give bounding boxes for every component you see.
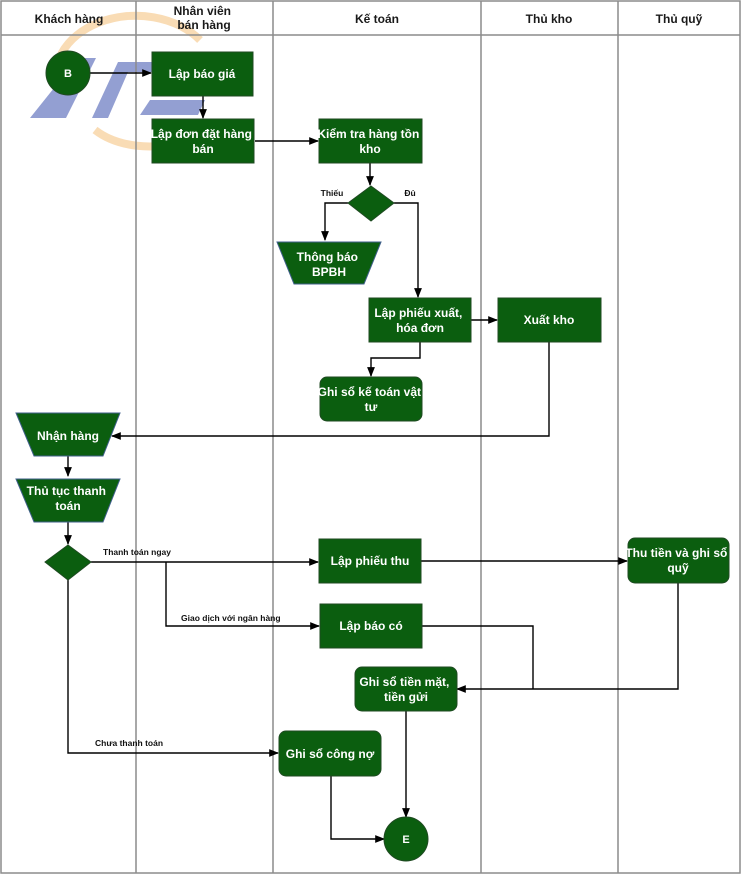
edge-decision-du [394, 202, 422, 298]
rounded-process-shape [278, 730, 382, 777]
node-thu-tuc-thanh-toan[interactable]: Thủ tục thanh toán [15, 478, 121, 523]
node-label: Lập phiếu xuất, hóa đơn [374, 306, 465, 335]
process-shape [368, 297, 472, 343]
lane-header-nhan-vien-ban-hang: Nhân viên bán hàng [174, 4, 235, 32]
manual-operation-shape [276, 241, 382, 285]
lane-header-ke-toan: Kế toán [355, 12, 399, 26]
edges [64, 69, 679, 843]
node-label: Thủ tục thanh toán [27, 484, 110, 513]
edge-lap-phieu-xuat-to-ghi-so-vat-tu [367, 342, 421, 377]
edge-xuat-kho-to-nhan-hang [111, 342, 550, 440]
node-label: Thu tiền và ghi sổ quỹ [625, 546, 730, 575]
node-label: Thông báo BPBH [297, 250, 362, 279]
node-decision-ton-kho[interactable] [347, 185, 395, 222]
node-ghi-so-cong-no[interactable]: Ghi sổ công nợ [278, 730, 382, 777]
node-thu-tien-ghi-so-quy[interactable]: Thu tiền và ghi sổ quỹ [625, 537, 730, 584]
node-lap-phieu-xuat[interactable]: Lập phiếu xuất, hóa đơn [368, 297, 472, 343]
process-shape [497, 297, 602, 343]
node-xuat-kho[interactable]: Xuất kho [497, 297, 602, 343]
process-shape [151, 118, 255, 164]
manual-operation-shape [15, 478, 121, 523]
process-shape [319, 603, 423, 649]
node-label: Xuất kho [524, 313, 575, 327]
edge-label-du: Đủ [404, 188, 415, 198]
node-nhan-hang[interactable]: Nhận hàng [15, 412, 121, 457]
node-lap-phieu-thu[interactable]: Lập phiếu thu [318, 538, 422, 584]
decision-shape [44, 544, 92, 581]
start-terminator-shape [45, 50, 91, 96]
lane-header-thu-kho: Thủ kho [526, 12, 573, 26]
node-ghi-so-tien-mat[interactable]: Ghi sổ tiền mặt, tiền gửi [354, 666, 458, 712]
edge-label-thanh-toan-ngay: Thanh toán ngay [103, 547, 171, 557]
manual-operation-shape [15, 412, 121, 457]
node-lap-bao-gia[interactable]: Lập báo giá [151, 51, 254, 97]
node-ghi-so-ke-toan-vat-tu[interactable]: Ghi sổ kế toán vật tư [318, 376, 425, 422]
node-lap-bao-co[interactable]: Lập báo có [319, 603, 423, 649]
lane-header-thu-quy: Thủ quỹ [656, 12, 703, 26]
edge-thu-tien-to-ghi-so-tien-mat [456, 583, 679, 693]
node-label: B [64, 68, 72, 80]
node-label: Ghi sổ kế toán vật tư [318, 385, 425, 414]
decision-shape [347, 185, 395, 222]
node-label: Ghi sổ tiền mặt, tiền gửi [359, 675, 452, 704]
node-kiem-tra-hang-ton-kho[interactable]: Kiểm tra hàng tồn kho [317, 118, 423, 164]
node-lap-don-dat-hang[interactable]: Lập đơn đặt hàng bán [151, 118, 256, 164]
node-label: Lập phiếu thu [331, 554, 410, 568]
edge-label-giao-dich-ngan-hang: Giao dịch với ngân hàng [181, 613, 281, 623]
lane-header-khach-hang: Khách hàng [35, 12, 104, 26]
node-label: Lập báo có [339, 619, 402, 633]
edge-decision-thieu [321, 202, 348, 241]
process-shape [318, 538, 422, 584]
process-shape [318, 118, 423, 164]
end-terminator-shape [383, 816, 429, 862]
edge-chua-thanh-toan [67, 580, 279, 757]
process-shape [151, 51, 254, 97]
edge-ghi-so-cong-no-to-e [330, 776, 385, 843]
node-label: Nhận hàng [37, 429, 99, 443]
node-label: Kiểm tra hàng tồn kho [317, 127, 422, 156]
node-b[interactable]: B [45, 50, 91, 96]
edge-label-chua-thanh-toan: Chưa thanh toán [95, 738, 163, 748]
node-label: Lập đơn đặt hàng bán [151, 127, 256, 156]
rounded-process-shape [627, 537, 730, 584]
node-decision-thanh-toan[interactable] [44, 544, 92, 581]
node-label: E [402, 834, 409, 846]
edge-lap-bao-co-to-ghi-so-tien-mat [422, 625, 534, 689]
node-label: Ghi sổ công nợ [286, 747, 375, 761]
node-thong-bao-bpbh[interactable]: Thông báo BPBH [276, 241, 382, 285]
node-e[interactable]: E [383, 816, 429, 862]
rounded-process-shape [319, 376, 423, 422]
rounded-process-shape [354, 666, 458, 712]
edge-giao-dich-ngan-hang [165, 562, 320, 630]
node-label: Lập báo giá [169, 67, 236, 81]
edge-label-thieu: Thiếu [321, 188, 344, 198]
